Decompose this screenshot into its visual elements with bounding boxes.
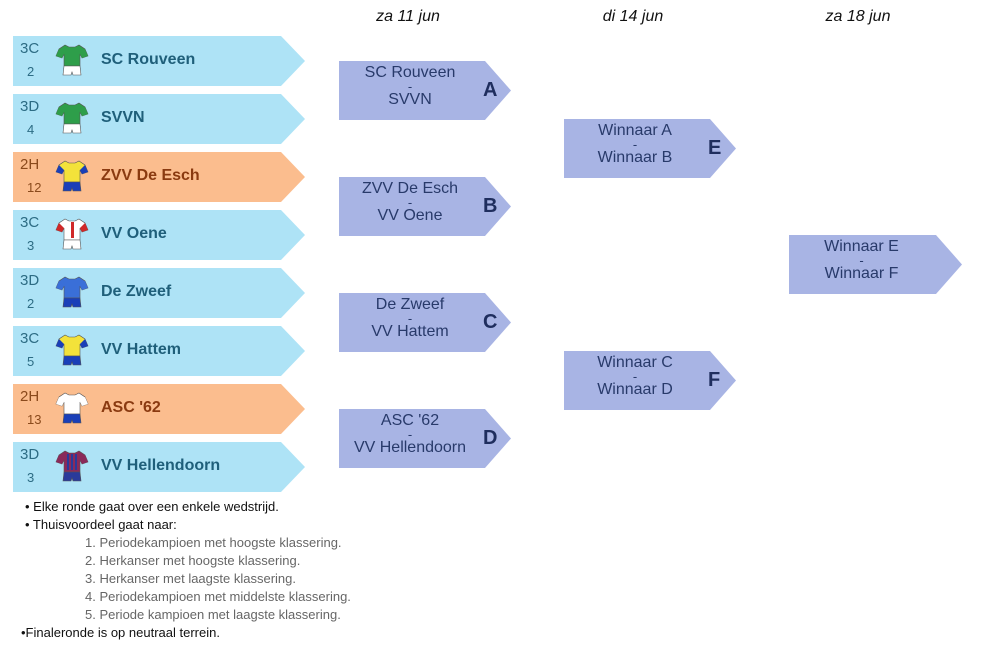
team-rank: 5 bbox=[27, 354, 35, 369]
match-home: Winnaar C bbox=[597, 354, 673, 371]
note-item: 1. Periodekampioen met hoogste klasserin… bbox=[85, 535, 342, 550]
team-rank: 3 bbox=[27, 470, 35, 485]
match-e: Winnaar A-Winnaar B E bbox=[564, 119, 736, 178]
team-name: SC Rouveen bbox=[101, 51, 196, 68]
team-entry: 3D 2 De Zweef bbox=[13, 268, 305, 318]
match-d: ASC '62-VV Hellendoorn D bbox=[339, 409, 511, 468]
team-rank: 2 bbox=[27, 64, 35, 79]
team-group: 3D bbox=[20, 272, 40, 289]
team-rank: 13 bbox=[27, 412, 42, 427]
match-b: ZVV De Esch-VV Oene B bbox=[339, 177, 511, 236]
match-away: Winnaar D bbox=[597, 381, 673, 398]
jersey-icon bbox=[53, 390, 91, 428]
team-name: SVVN bbox=[101, 109, 145, 126]
team-entry: 2H 12 ZVV De Esch bbox=[13, 152, 305, 202]
team-group: 3D bbox=[20, 446, 40, 463]
match-home: SC Rouveen bbox=[364, 64, 456, 81]
team-name: ASC '62 bbox=[101, 399, 161, 416]
team-entry: 3D 4 SVVN bbox=[13, 94, 305, 144]
team-group: 3C bbox=[20, 40, 40, 57]
team-entry: 3C 5 VV Hattem bbox=[13, 326, 305, 376]
notes: • Elke ronde gaat over een enkele wedstr… bbox=[21, 498, 351, 642]
team-name: VV Hattem bbox=[101, 341, 182, 358]
team-group: 3C bbox=[20, 330, 40, 347]
match-f: Winnaar C-Winnaar D F bbox=[564, 351, 736, 410]
team-name: VV Hellendoorn bbox=[101, 457, 221, 474]
match-c: De Zweef-VV Hattem C bbox=[339, 293, 511, 352]
match-letter: F bbox=[708, 369, 721, 391]
date-round-2: di 14 jun bbox=[602, 8, 664, 25]
match-away: Winnaar B bbox=[597, 149, 673, 166]
match-separator: - bbox=[407, 427, 413, 442]
note-item: 2. Herkanser met hoogste klassering. bbox=[85, 553, 301, 568]
jersey-icon bbox=[53, 274, 91, 312]
team-name: ZVV De Esch bbox=[101, 167, 200, 184]
team-group: 2H bbox=[20, 388, 40, 405]
jersey-icon bbox=[53, 332, 91, 370]
match-home: Winnaar A bbox=[598, 122, 672, 139]
date-final: za 18 jun bbox=[825, 8, 891, 25]
match-away: VV Hattem bbox=[371, 323, 449, 340]
match-letter: E bbox=[708, 137, 722, 159]
final-home: Winnaar E bbox=[824, 238, 899, 255]
jersey-icon bbox=[53, 100, 91, 138]
team-group: 2H bbox=[20, 156, 40, 173]
team-group: 3D bbox=[20, 98, 40, 115]
team-entry: 3C 2 SC Rouveen bbox=[13, 36, 305, 86]
jersey-icon bbox=[53, 448, 91, 486]
team-entry: 2H 13 ASC '62 bbox=[13, 384, 305, 434]
match-home: De Zweef bbox=[375, 296, 445, 313]
team-rank: 3 bbox=[27, 238, 35, 253]
date-round-1: za 11 jun bbox=[376, 8, 440, 25]
final-away: Winnaar F bbox=[824, 265, 899, 282]
jersey-icon bbox=[53, 216, 91, 254]
match-letter: D bbox=[483, 427, 498, 449]
match-separator: - bbox=[407, 311, 413, 326]
match-letter: B bbox=[483, 195, 498, 217]
match-home: ZVV De Esch bbox=[361, 180, 459, 197]
match-a: SC Rouveen-SVVN A bbox=[339, 61, 511, 120]
note-item: 5. Periode kampioen met laagste klasseri… bbox=[85, 607, 341, 622]
match-separator: - bbox=[407, 79, 413, 94]
match-separator: - bbox=[407, 195, 413, 210]
match-home: ASC '62 bbox=[380, 412, 440, 429]
team-group: 3C bbox=[20, 214, 40, 231]
jersey-icon bbox=[53, 42, 91, 80]
match-separator: - bbox=[632, 137, 638, 152]
match-away: VV Hellendoorn bbox=[353, 439, 467, 456]
note-home-advantage: • Thuisvoordeel gaat naar: bbox=[25, 517, 177, 532]
note-item: 3. Herkanser met laagste klassering. bbox=[85, 571, 296, 586]
team-rank: 4 bbox=[27, 122, 35, 137]
note-neutral-final: •Finaleronde is op neutraal terrein. bbox=[21, 625, 220, 640]
final-separator: - bbox=[859, 253, 864, 268]
team-rank: 2 bbox=[27, 296, 35, 311]
team-name: VV Oene bbox=[101, 225, 167, 242]
note-item: 4. Periodekampioen met middelste klasser… bbox=[85, 589, 351, 604]
match-letter: A bbox=[483, 79, 498, 101]
note-single-match: • Elke ronde gaat over een enkele wedstr… bbox=[25, 499, 279, 514]
match-letter: C bbox=[483, 311, 498, 333]
team-entry: 3C 3 VV Oene bbox=[13, 210, 305, 260]
team-entry: 3D 3 VV Hellendoorn bbox=[13, 442, 305, 492]
team-name: De Zweef bbox=[101, 283, 172, 300]
match-separator: - bbox=[632, 369, 638, 384]
team-rank: 12 bbox=[27, 180, 42, 195]
match-away: SVVN bbox=[388, 91, 432, 108]
jersey-icon bbox=[53, 158, 91, 196]
match-final: Winnaar E-Winnaar F bbox=[789, 235, 962, 294]
match-away: VV Oene bbox=[377, 207, 443, 224]
